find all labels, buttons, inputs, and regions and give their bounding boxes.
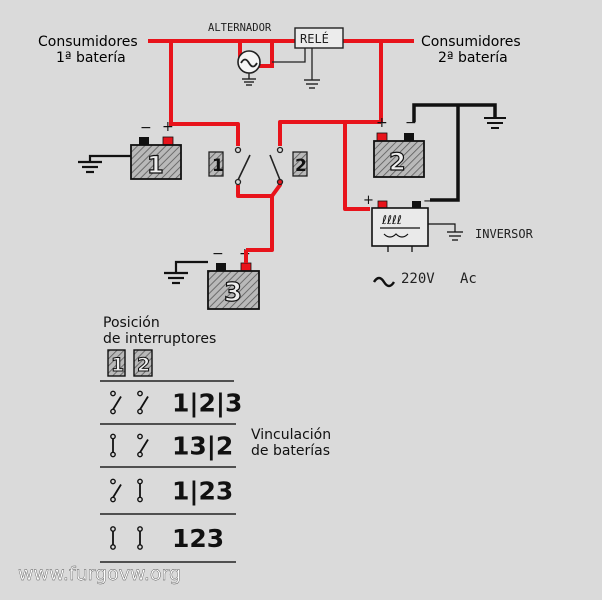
inverter-box [371,207,429,247]
battery-2: + − 2 [373,115,425,178]
table-row: 1|23 [110,477,233,506]
alternator: ALTERNADOR [208,22,272,86]
switch-2: 2 [269,146,308,186]
battery-linking-title-line2: de baterías [251,443,330,459]
battery-1-number: 1 [147,151,164,179]
battery-3: − + 3 [164,246,260,310]
negative-wiring [412,103,497,202]
positive-bus [148,39,414,126]
relay-ground-icon [304,79,320,89]
switch-wiring [171,120,381,252]
ac-output-wave-icon [372,276,396,288]
battery-1: − + 1 [78,119,182,180]
table-header-switch-1: 1 [111,354,124,376]
battery-2-number: 2 [389,148,406,176]
switch-1-state-icon [110,526,116,550]
battery-3-neg-terminal [216,263,226,271]
inverter-coil-symbol: ℓℓℓℓ [381,213,402,227]
consumers-battery2-label-line1: Consumidores [421,34,521,50]
alternator-ground-icon [242,73,256,86]
switch-2-state-icon [137,526,143,550]
consumers-battery1-label-line1: Consumidores [38,34,138,50]
inverter-neg-label: − [423,194,434,209]
table-row: 13|2 [110,432,233,461]
table-header-switch-1-box [107,349,126,377]
ac-wave-icon [240,58,258,68]
watermark: www.furgovw.org [18,563,181,585]
table-row: 123 [110,524,224,553]
battery-linking-value: 13|2 [172,432,233,461]
relay-label: RELÉ [300,31,329,46]
relay-box [294,27,344,49]
inverter-pos-label: + [363,193,374,208]
inverter: + − ℓℓℓℓ INVERSOR 220V Ac [363,193,534,288]
switch-2-number-box [292,151,308,177]
switch-position-title-line1: Posición [103,315,160,331]
battery-1-neg-terminal [139,137,149,145]
switch-2-number: 2 [295,156,307,176]
switch-1: 1 [208,146,251,186]
switch-1-state-icon [110,433,116,458]
switch-position-table: Posición de interruptores 1 2 1|2|313|21… [100,315,331,563]
consumers-battery1-label-line2: 1ª batería [56,50,126,66]
battery-1-pos-terminal [162,136,174,146]
battery-1-ground-icon [78,154,131,174]
switch-position-title-line2: de interruptores [103,331,216,347]
battery-2-body [373,140,425,178]
inverter-ground-icon [447,231,463,241]
battery-linking-value: 123 [172,524,224,553]
table-header-switch-2: 2 [137,354,150,376]
battery-2-neg-label: − [405,115,417,131]
switch-2-state-icon [137,433,149,458]
consumers-battery2-label-line2: 2ª batería [438,50,508,66]
battery-linking-value: 1|2|3 [172,389,242,418]
battery-1-pos-label: + [162,119,174,135]
battery-3-ground-icon [164,260,208,285]
battery-1-body [130,144,182,180]
battery-2-neg-terminal [404,133,414,141]
battery-1-neg-label: − [140,120,152,136]
table-rows: 1|2|3 13|2 1|23 123 [110,389,242,553]
battery-3-pos-terminal [240,262,252,272]
inverter-neg-terminal [412,201,421,208]
ac-output-label: 220V Ac [401,271,477,287]
switch-1-number: 1 [212,156,224,176]
battery-2-pos-label: + [376,115,388,131]
alternator-label: ALTERNADOR [208,22,272,34]
table-header-switch-2-box [133,349,153,377]
switch-2-state-icon [137,478,143,503]
table-row: 1|2|3 [110,389,242,418]
battery-2-pos-terminal [376,132,388,142]
inverter-label: INVERSOR [475,227,534,241]
battery-3-neg-label: − [212,246,224,262]
battery-3-number: 3 [224,278,242,308]
battery-linking-value: 1|23 [172,477,233,506]
table-header: 1 2 [107,349,153,377]
table-dividers [100,380,236,563]
switch-1-state-icon [110,390,122,415]
inverter-pos-terminal [377,200,388,209]
battery-3-body [207,270,260,310]
switch-1-state-icon [110,478,122,503]
relay: RELÉ [272,27,344,89]
battery-2-ground-icon [484,117,506,129]
switch-1-number-box [208,151,224,177]
battery-linking-title-line1: Vinculación [251,427,331,443]
switch-2-state-icon [137,390,149,415]
